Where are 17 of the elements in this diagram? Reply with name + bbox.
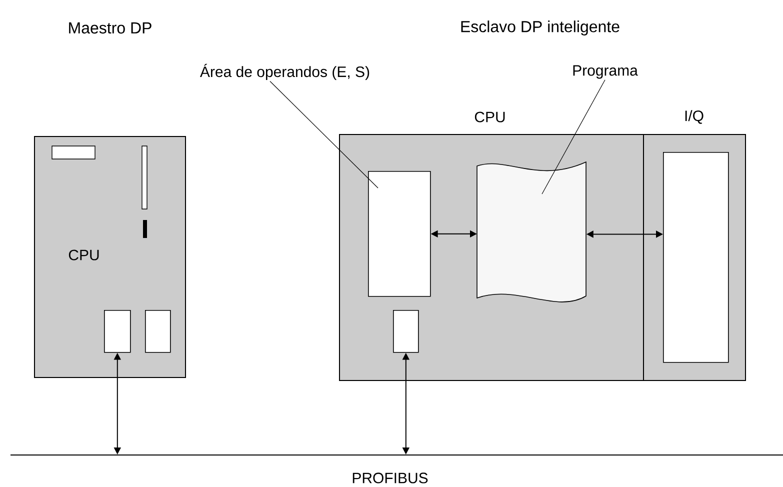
module-label: CPU <box>68 250 99 260</box>
callout-label: Programa <box>573 65 638 79</box>
program-sheet <box>476 162 586 302</box>
bus-line <box>10 454 783 456</box>
heading: Maestro DP <box>69 22 152 34</box>
heading: Esclavo DP inteligente <box>461 20 620 36</box>
port-slot <box>145 310 171 353</box>
port-slot <box>393 310 419 353</box>
port-slot <box>104 310 131 353</box>
module-label: CPU <box>474 112 505 122</box>
leader-line <box>542 80 606 194</box>
module-label: I/Q <box>685 110 704 124</box>
bus-label: PROFIBUS <box>352 472 428 484</box>
io-memory-box <box>663 152 729 363</box>
leader-line <box>270 80 378 188</box>
callout-label: Área de operandos (E, S) <box>200 64 370 80</box>
operand-area-box <box>368 171 431 297</box>
